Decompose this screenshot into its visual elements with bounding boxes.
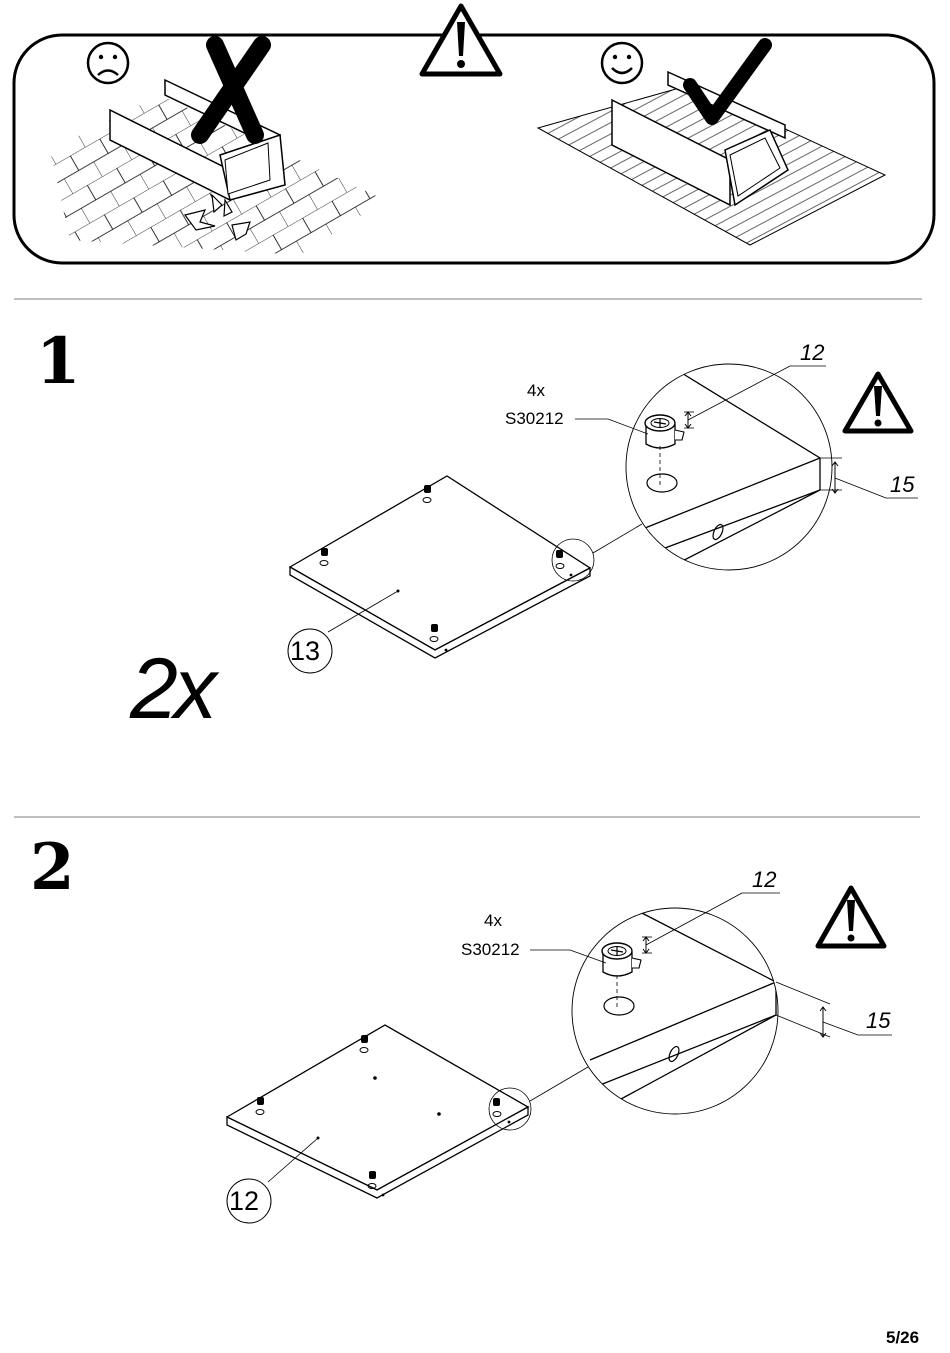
part-number: 12	[229, 1186, 259, 1217]
step-2-illustration	[227, 888, 892, 1223]
fitting-code: S30212	[461, 940, 520, 960]
fitting-quantity: 4x	[484, 911, 502, 931]
sad-face-icon	[88, 43, 128, 83]
part-number: 13	[290, 636, 320, 667]
step-number: 1	[36, 330, 81, 394]
depth-dimension: 12	[800, 340, 824, 366]
warning-triangle-icon	[818, 888, 884, 946]
fitting-quantity: 4x	[527, 381, 545, 401]
fitting-code: S30212	[505, 409, 564, 429]
step-number: 2	[30, 836, 75, 900]
warning-banner	[14, 6, 934, 263]
edge-dimension: 15	[890, 472, 914, 498]
quantity-multiplier: 2x	[130, 640, 213, 739]
edge-dimension: 15	[866, 1008, 890, 1034]
warning-triangle-icon	[845, 374, 911, 431]
step-1-illustration	[288, 364, 918, 673]
happy-face-icon	[602, 43, 642, 83]
panel-13	[290, 476, 590, 658]
depth-dimension: 12	[752, 867, 776, 893]
panel-12	[227, 1025, 528, 1198]
page-number: 5/26	[886, 1328, 919, 1348]
